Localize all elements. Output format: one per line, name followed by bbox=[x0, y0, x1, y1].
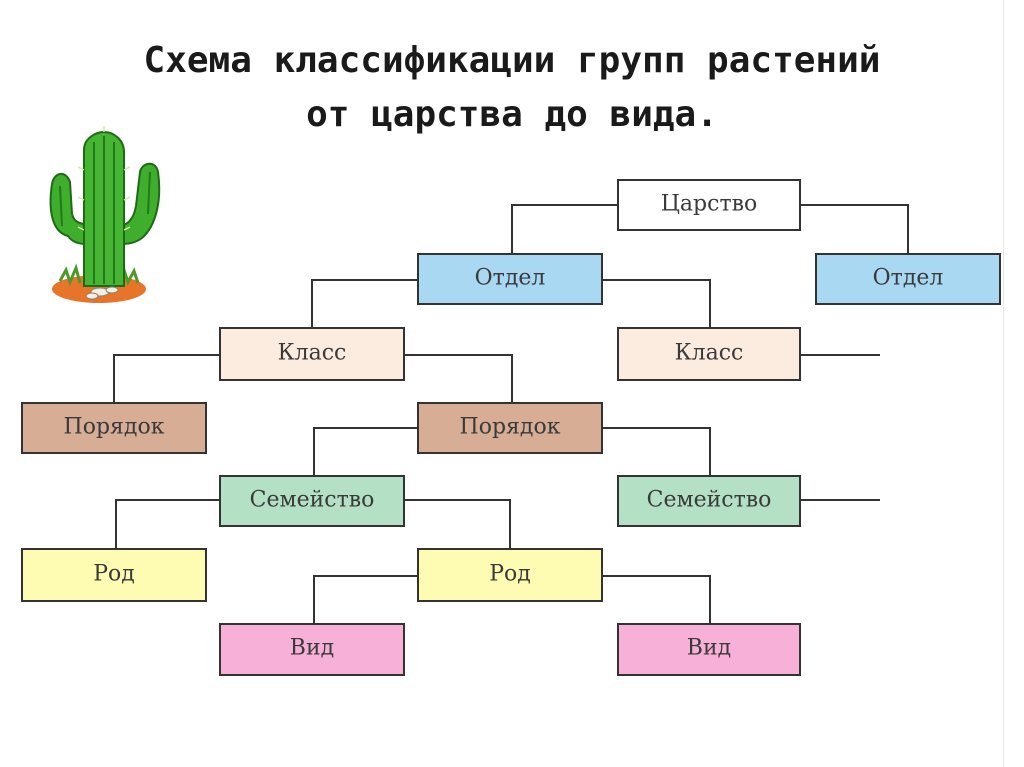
title-line-1: Схема классификации групп растений bbox=[143, 40, 881, 81]
family-label-right: Семейство bbox=[647, 488, 772, 513]
connector-kingdom-left bbox=[511, 204, 618, 254]
cactus-icon bbox=[49, 126, 161, 303]
family-box-right bbox=[617, 475, 801, 527]
family-label-left: Семейство bbox=[250, 488, 375, 513]
connector-division-left bbox=[311, 279, 418, 328]
class-box-right bbox=[617, 327, 801, 381]
connector-family-right bbox=[404, 499, 511, 549]
division-box-left bbox=[417, 253, 603, 305]
species-box-left bbox=[219, 623, 405, 676]
class-box-left bbox=[219, 327, 405, 381]
division-label-right: Отдел bbox=[873, 266, 944, 291]
order-label-right: Порядок bbox=[460, 415, 561, 440]
order-label-left: Порядок bbox=[64, 415, 165, 440]
class-label-right: Класс bbox=[675, 341, 744, 366]
connector-class-right bbox=[404, 354, 513, 403]
species-box-right bbox=[617, 623, 801, 676]
connector-class-left bbox=[113, 354, 220, 403]
kingdom-box bbox=[617, 179, 801, 231]
order-box-left bbox=[21, 402, 207, 454]
species-label-right: Вид bbox=[687, 636, 731, 661]
connector-genus-left bbox=[313, 575, 418, 624]
genus-label-right: Род bbox=[489, 562, 531, 587]
species-label-left: Вид bbox=[290, 636, 334, 661]
division-box-right bbox=[815, 253, 1001, 305]
division-label-left: Отдел bbox=[475, 266, 546, 291]
title-line-2: от царства до вида. bbox=[306, 94, 718, 135]
connectors bbox=[113, 204, 909, 624]
connector-order-right bbox=[602, 427, 711, 476]
genus-label-left: Род bbox=[93, 562, 135, 587]
slide-title: Схема классификации групп растений от ца… bbox=[0, 34, 1024, 142]
connector-kingdom-right bbox=[800, 204, 909, 254]
order-box-right bbox=[417, 402, 603, 454]
genus-box-right bbox=[417, 548, 603, 602]
connector-division-right bbox=[602, 279, 711, 328]
connector-family-left bbox=[115, 499, 220, 549]
family-box-left bbox=[219, 475, 405, 527]
kingdom-label: Царство bbox=[661, 192, 758, 217]
class-label-left: Класс bbox=[278, 341, 347, 366]
slide-border bbox=[1003, 0, 1004, 767]
genus-box-left bbox=[21, 548, 207, 602]
connector-genus-right bbox=[602, 575, 711, 624]
connector-order-left bbox=[313, 427, 418, 476]
